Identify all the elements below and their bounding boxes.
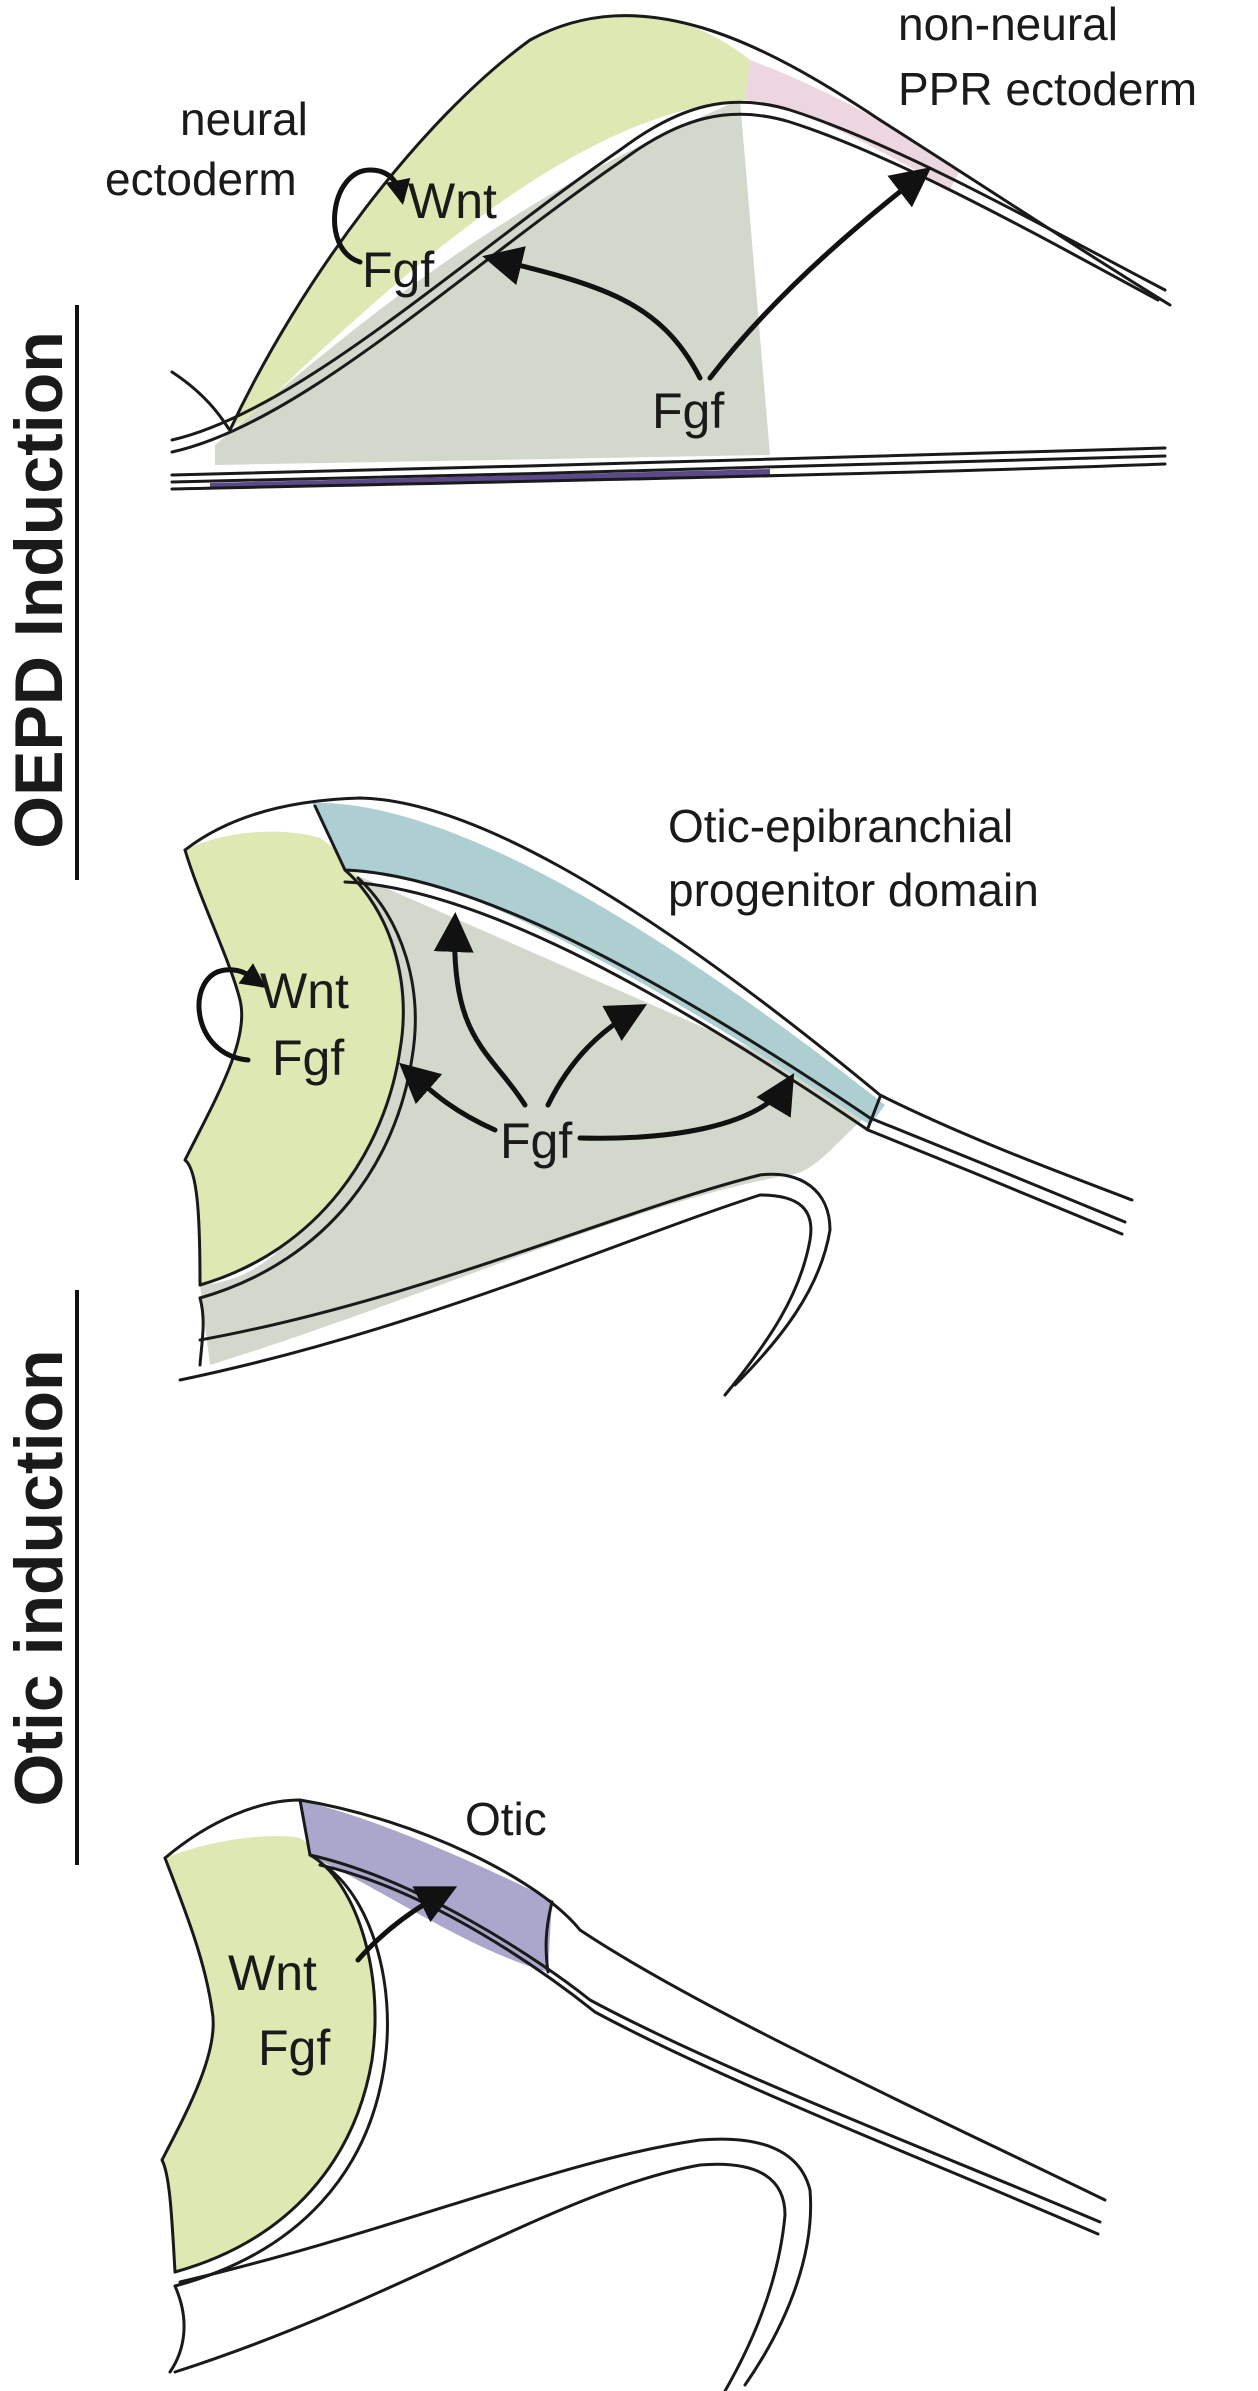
panel3-neural-fgf: Fgf [258, 2020, 330, 2076]
non-neural-label-line1: non-neural [898, 0, 1118, 50]
panel-oepd-domain: Otic-epibranchial progenitor domain Wnt … [178, 796, 1134, 1397]
panel1-neural-wnt: Wnt [408, 173, 497, 229]
panel-oepd-induction: neural ectoderm non-neural PPR ectoderm … [105, 0, 1197, 491]
panel1-neural-fgf: Fgf [362, 242, 434, 298]
panel2-neural-wnt: Wnt [260, 963, 349, 1019]
autocrine-loop-arrow-1 [332, 167, 411, 265]
neural-ectoderm-label-line1: neural [180, 93, 308, 145]
neural-ectoderm-region [230, 13, 750, 430]
side-labels: OEPD Induction Otic induction [1, 305, 79, 1865]
oepd-region [312, 802, 885, 1125]
mesoderm-region-2 [200, 870, 880, 1365]
otic-region [300, 1800, 552, 1972]
neural-ectoderm-label-line2: ectoderm [105, 153, 297, 205]
oepd-label-line1: Otic-epibranchial [668, 800, 1013, 852]
fgf-to-neural-arrow-2 [398, 1062, 498, 1133]
fgf-up-arrow-2 [545, 1004, 648, 1108]
neural-region-3 [162, 1836, 375, 2272]
panel1-mesoderm-fgf: Fgf [652, 383, 724, 439]
panel-otic-induction: Otic Wnt Fgf [160, 1793, 1107, 2391]
fgf-to-neural-arrow [482, 246, 703, 381]
oepd-label-line2: progenitor domain [668, 864, 1039, 916]
panel3-neural-wnt: Wnt [228, 1945, 317, 2001]
neural-to-otic-arrow [355, 1886, 458, 1963]
oepd-induction-side-label: OEPD Induction [1, 331, 77, 849]
fgf-right-arrow [577, 1073, 795, 1141]
panel2-neural-fgf: Fgf [272, 1030, 344, 1086]
non-neural-label-line2: PPR ectoderm [898, 63, 1197, 115]
fgf-up-arrow-1 [433, 912, 528, 1108]
autocrine-loop-arrow-2 [196, 963, 267, 1063]
otic-induction-side-label: Otic induction [1, 1349, 77, 1806]
panel2-mesoderm-fgf: Fgf [500, 1113, 572, 1169]
otic-label: Otic [465, 1793, 547, 1845]
neural-region-2 [185, 831, 402, 1285]
fgf-to-non-neural-arrow [707, 167, 932, 381]
